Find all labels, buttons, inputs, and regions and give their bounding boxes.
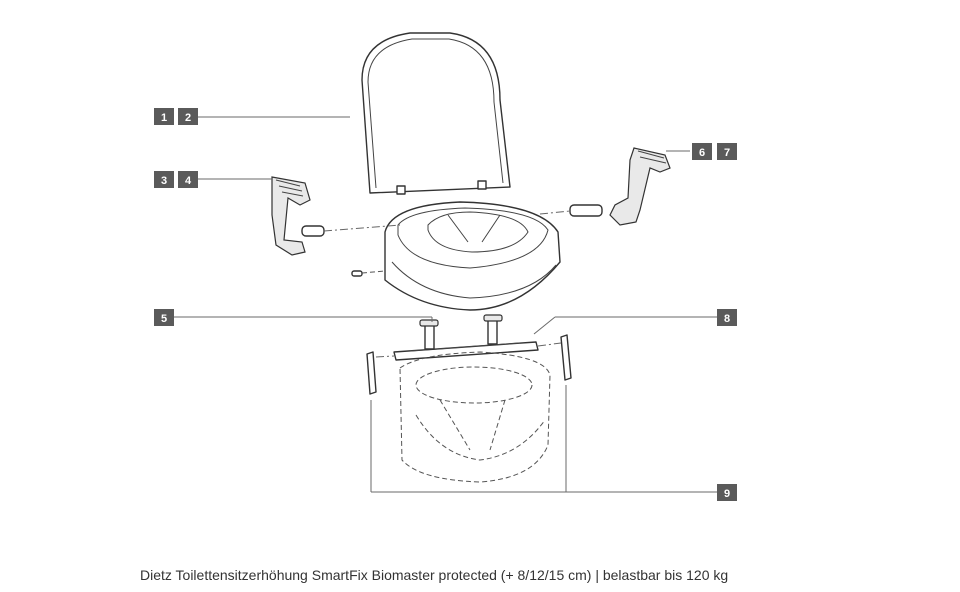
seat-raiser-body	[351, 201, 561, 311]
callout-label: 1	[161, 112, 167, 124]
toilet-bowl-outline	[399, 351, 551, 483]
callout-2: 2	[178, 108, 198, 125]
callout-6: 6	[692, 143, 712, 160]
callout-8: 8	[717, 309, 737, 326]
callout-label: 9	[724, 488, 730, 500]
callout-label: 2	[185, 112, 191, 124]
left-armrest-axis	[323, 224, 401, 232]
callout-label: 8	[724, 313, 730, 325]
callout-4: 4	[178, 171, 198, 188]
side-brackets	[366, 334, 572, 395]
callout-label: 6	[699, 147, 705, 159]
callout-3: 3	[154, 171, 174, 188]
callout-1: 1	[154, 108, 174, 125]
callout-label: 7	[724, 147, 730, 159]
right-armrest	[569, 147, 671, 226]
callout-9: 9	[717, 484, 737, 501]
callout-label: 3	[161, 175, 167, 187]
product-caption: Dietz Toilettensitzerhöhung SmartFix Bio…	[140, 567, 729, 583]
right-armrest-axis	[539, 210, 571, 215]
callout-label: 4	[185, 175, 192, 187]
mounting-bar	[393, 314, 539, 361]
callout-label: 5	[161, 313, 167, 325]
left-armrest	[271, 176, 325, 256]
callout-7: 7	[717, 143, 737, 160]
callout-5: 5	[154, 309, 174, 326]
leader-lines	[174, 116, 717, 493]
toilet-lid	[361, 32, 511, 195]
